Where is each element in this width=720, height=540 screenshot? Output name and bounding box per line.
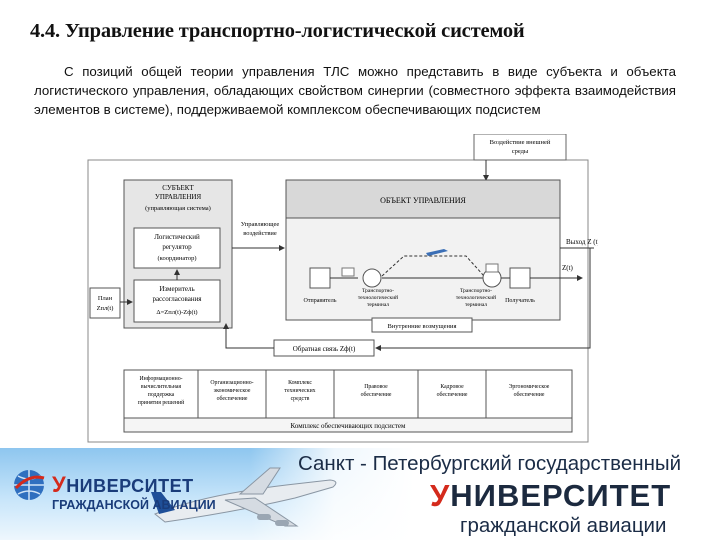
sub-5-b: обеспечение — [437, 391, 468, 398]
control-system-diagram: Воздействие внешней среды СУБЪЕКТ УПРАВЛ… — [86, 134, 598, 446]
plan-1: План — [98, 295, 113, 302]
receiver-box — [509, 267, 531, 289]
plan-box — [89, 287, 121, 319]
terminal-1-node — [362, 268, 382, 288]
terminal-2-b: технологический — [456, 294, 496, 301]
sender-box — [309, 267, 331, 289]
feedback-line-right — [375, 248, 591, 351]
complex-box — [123, 417, 573, 433]
measurer-1: Измеритель — [159, 285, 194, 293]
sub-6-b: обеспечение — [514, 391, 545, 398]
terminal-1-b: технологический — [358, 294, 398, 301]
terminal-1-a: Транспортно- — [362, 288, 394, 294]
globe-icon — [14, 470, 45, 500]
regulator-1: Логистический — [154, 233, 200, 241]
banner-rest: НИВЕРСИТЕТ — [450, 478, 672, 513]
regulator-3: (координатор) — [157, 255, 196, 262]
feedback-line-left — [223, 323, 274, 349]
subject-title-2: УПРАВЛЕНИЯ — [155, 193, 202, 201]
banner-line-3: гражданской авиации — [460, 514, 667, 537]
diagram-canvas: Воздействие внешней среды СУБЪЕКТ УПРАВЛ… — [87, 134, 598, 443]
regulator-box — [133, 227, 221, 269]
object-title: ОБЪЕКТ УПРАВЛЕНИЯ — [380, 196, 466, 205]
slide-title: 4.4. Управление транспортно-логистическо… — [30, 20, 525, 42]
terminal-2-c: терминал — [465, 302, 487, 308]
body-paragraph: С позиций общей теории управления ТЛС мо… — [34, 64, 676, 117]
object-header — [285, 179, 561, 219]
airliner-image — [151, 467, 337, 527]
sub-1-c: поддержка — [148, 392, 175, 398]
banner-line-1: Санкт - Петербургский государственный — [298, 452, 682, 475]
control-action-2: воздействие — [243, 230, 277, 237]
logo-university-text: УНИВЕРСИТЕТ — [52, 472, 194, 498]
air-route — [381, 255, 485, 277]
logo-subtitle: ГРАЖДАНСКОЙ АВИАЦИИ — [52, 498, 216, 512]
external-label-2: среды — [512, 148, 529, 155]
truck-1-icon — [341, 267, 355, 277]
zt-label: Z(t) — [562, 264, 574, 272]
sub-4-a: Правовое — [364, 384, 388, 390]
measurer-2: рассогласования — [152, 295, 202, 303]
external-box — [473, 134, 567, 161]
sub-3-a: Комплекс — [288, 380, 312, 386]
banner-initial: У — [430, 478, 451, 513]
subject-title-3: (управляющая система) — [145, 205, 211, 212]
logo-rest: НИВЕРСИТЕТ — [66, 476, 194, 496]
external-label-1: Воздействие внешней — [490, 139, 551, 146]
sub-2-b: экономическое — [214, 388, 251, 394]
complex-label: Комплекс обеспечивающих подсистем — [291, 422, 407, 430]
sub-3-c: средств — [291, 396, 310, 402]
sub-6-a: Эргономическое — [509, 384, 550, 390]
plan-2: Zпл(t) — [97, 305, 114, 312]
sub-1-a: Информационно- — [139, 375, 182, 382]
sub-3-b: технических — [284, 388, 315, 394]
banner-line-2: УНИВЕРСИТЕТ — [430, 478, 671, 514]
sender-label: Отправитель — [304, 298, 337, 304]
sub-1-b: вычислительная — [141, 384, 182, 390]
university-banner: УНИВЕРСИТЕТ ГРАЖДАНСКОЙ АВИАЦИИ Санкт - … — [0, 448, 720, 540]
subsystems-row — [123, 369, 573, 419]
truck-2-icon — [485, 263, 499, 273]
internal-box — [371, 317, 473, 333]
control-action-1: Управляющее — [241, 221, 280, 228]
sub-1-d: принятия решений — [138, 399, 184, 406]
sub-2-a: Организационно- — [210, 380, 253, 386]
measurer-box — [133, 279, 221, 323]
receiver-label: Получатель — [505, 298, 535, 304]
sub-4-b: обеспечение — [361, 391, 392, 398]
feedback-label: Обратная связь Zф(t) — [293, 345, 356, 353]
regulator-2: регулятор — [162, 243, 192, 251]
banner-fade — [250, 448, 720, 540]
outer-frame — [87, 159, 589, 443]
plane-icon — [426, 249, 448, 256]
terminal-1-c: терминал — [367, 302, 389, 308]
sub-5-a: Кадровое — [440, 384, 464, 390]
university-logo: УНИВЕРСИТЕТ ГРАЖДАНСКОЙ АВИАЦИИ — [12, 460, 216, 520]
measurer-3: Δ=Zпл(t)-Zф(t) — [156, 309, 197, 316]
terminal-2-a: Транспортно- — [460, 288, 492, 294]
subject-title-1: СУБЪЕКТ — [162, 184, 194, 192]
logo-initial: У — [52, 472, 67, 497]
internal-label: Внутренние возмущения — [387, 323, 456, 330]
sub-2-c: обеспечение — [217, 395, 248, 402]
output-label: Выход Z (t) — [566, 238, 598, 246]
